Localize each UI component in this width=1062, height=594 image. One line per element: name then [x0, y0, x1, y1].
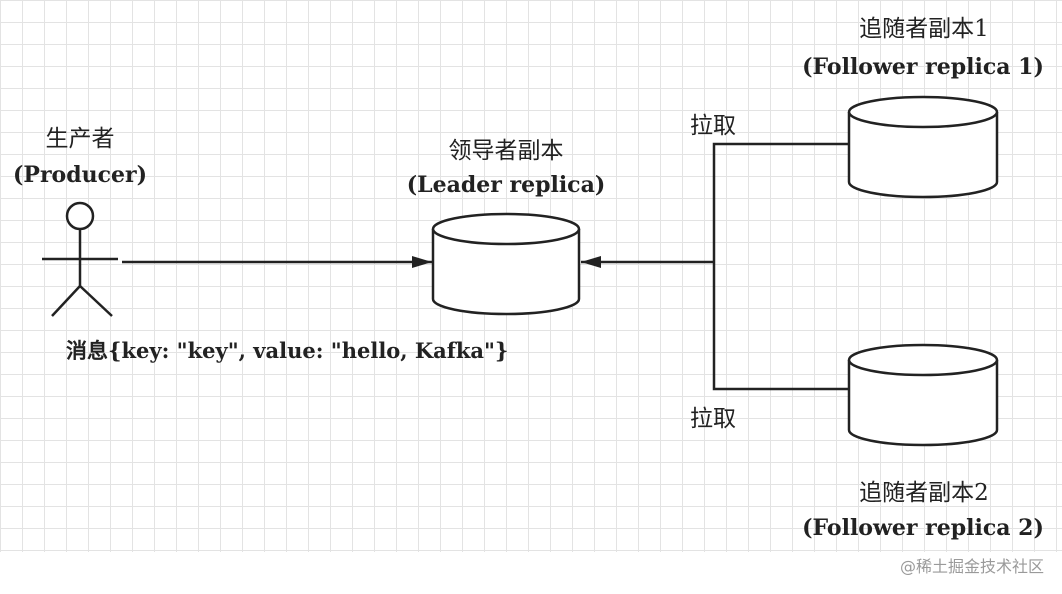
follower-2-title-en: (Follower replica 2) — [802, 515, 1044, 541]
watermark-text: @稀土掘金技术社区 — [899, 557, 1044, 576]
grid-canvas: 生产者 (Producer) 领导者副本 (Leader replica) 追随… — [0, 0, 1062, 552]
leader-title-cn: 领导者副本 — [448, 138, 564, 164]
producer-title-en: (Producer) — [13, 162, 147, 188]
producer-actor-icon — [42, 201, 118, 317]
follower-replica-1-cylinder — [847, 95, 999, 199]
pull-label-top: 拉取 — [690, 113, 736, 139]
follower-1-title-cn: 追随者副本1 — [859, 16, 989, 42]
message-label: 消息{key: "key", value: "hello, Kafka"} — [66, 338, 509, 363]
pull-connector-lines — [712, 142, 849, 391]
diagram-svg — [42, 95, 999, 447]
follower-1-title-en: (Follower replica 1) — [802, 54, 1044, 80]
leader-replica-cylinder — [431, 212, 581, 316]
producer-title-cn: 生产者 — [45, 126, 115, 152]
pull-label-bottom: 拉取 — [690, 406, 736, 432]
leader-title-en: (Leader replica) — [406, 172, 606, 198]
follower-replica-2-cylinder — [847, 343, 999, 447]
follower-2-title-cn: 追随者副本2 — [859, 480, 989, 506]
